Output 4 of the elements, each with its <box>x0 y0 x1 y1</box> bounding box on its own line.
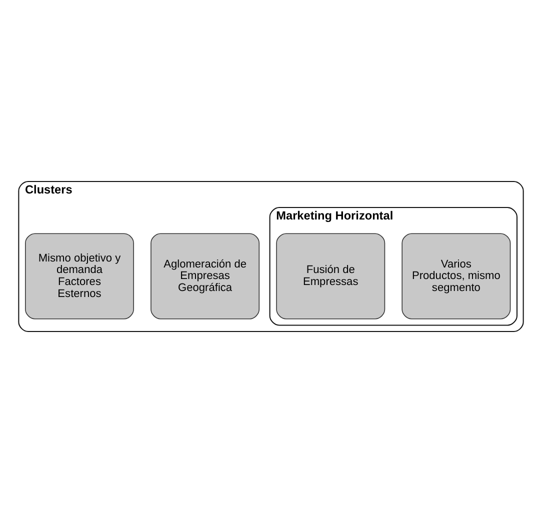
node-box: Aglomeración de Empresas Geográfica <box>150 232 260 319</box>
node-box: Varios Productos, mismo segmento <box>402 232 511 319</box>
node-box: Mismo objetivo y demanda Factores Esternos <box>25 232 134 319</box>
node-box: Fusión de Empressas <box>276 232 386 319</box>
